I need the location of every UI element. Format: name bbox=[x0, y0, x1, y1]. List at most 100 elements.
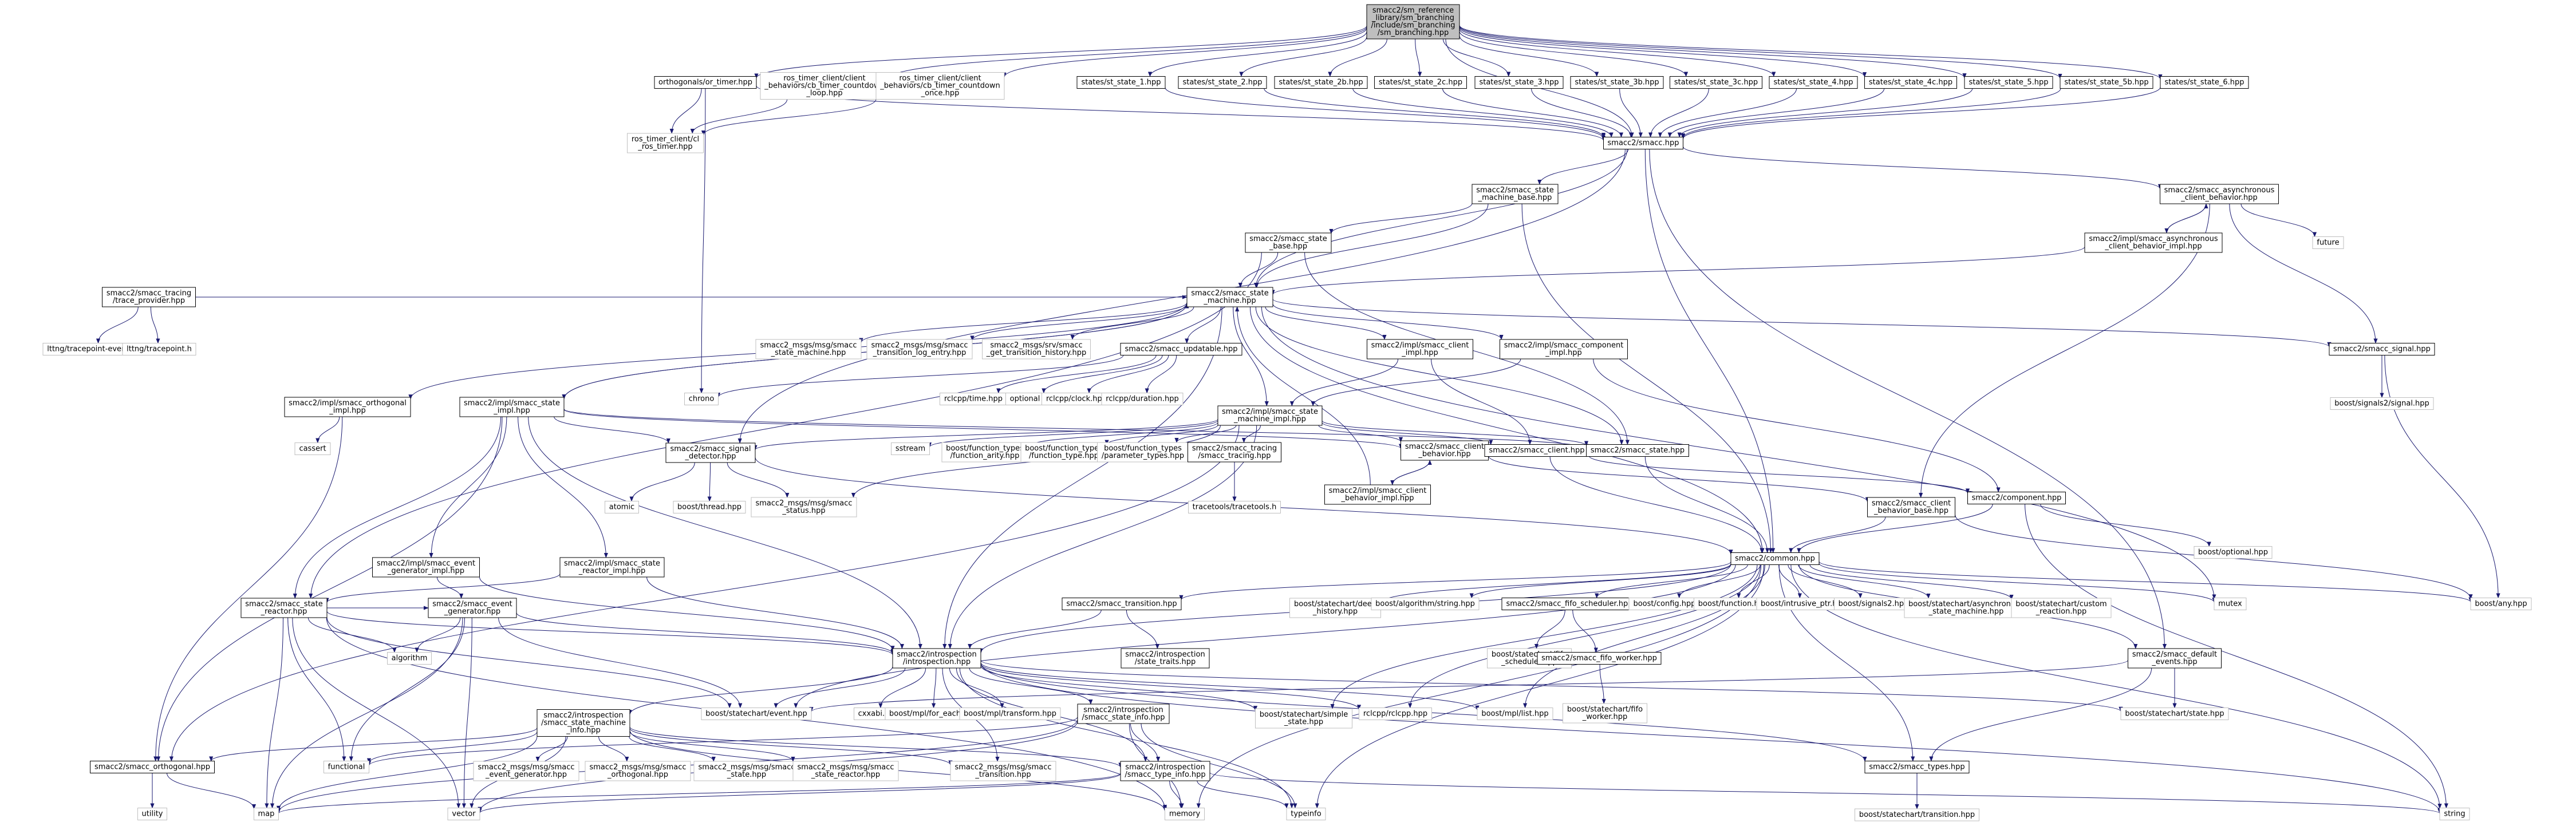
node-bsignals2[interactable]: boost/signals2.hpp bbox=[1834, 598, 1913, 610]
node-rclcpp[interactable]: rclcpp/rclcpp.hpp bbox=[1359, 708, 1432, 720]
node-types[interactable]: smacc2/smacc_types.hpp bbox=[1864, 761, 1970, 773]
node-fifosched[interactable]: smacc2/smacc_fifo_scheduler.hpp bbox=[1501, 598, 1638, 610]
node-basync[interactable]: boost/statechart/asynchronous_state_mach… bbox=[1904, 598, 2029, 618]
node-statebase[interactable]: smacc2/smacc_state_base.hpp bbox=[1245, 232, 1332, 253]
node-sm[interactable]: smacc2/smacc_state_machine.hpp bbox=[1186, 287, 1273, 307]
node-updatable[interactable]: smacc2/smacc_updatable.hpp bbox=[1120, 343, 1242, 355]
node-ltteventh[interactable]: lttng/tracepoint-event.h bbox=[42, 343, 141, 355]
node-s2[interactable]: states/st_state_2.hpp bbox=[1178, 76, 1267, 89]
node-msgtrans[interactable]: smacc2_msgs/msg/smacc_transition.hpp bbox=[950, 761, 1056, 781]
node-bfifoworker[interactable]: boost/statechart/fifo_worker.hpp bbox=[1563, 703, 1647, 724]
node-s4c[interactable]: states/st_state_4c.hpp bbox=[1864, 76, 1957, 89]
node-msgsreactor[interactable]: smacc2_msgs/msg/smacc_state_reactor.hpp bbox=[792, 761, 899, 781]
node-s2b[interactable]: states/st_state_2b.hpp bbox=[1274, 76, 1368, 89]
node-tracetools[interactable]: tracetools/tracetools.h bbox=[1188, 501, 1281, 513]
node-root[interactable]: smacc2/sm_reference_library/sm_branching… bbox=[1366, 4, 1460, 39]
node-cbbase[interactable]: smacc2/smacc_client_behavior_base.hpp bbox=[1867, 497, 1955, 517]
node-map[interactable]: map bbox=[254, 808, 279, 820]
node-s4[interactable]: states/st_state_4.hpp bbox=[1769, 76, 1858, 89]
node-msgstate[interactable]: smacc2_msgs/msg/smacc_state.hpp bbox=[693, 761, 800, 781]
node-bftype[interactable]: boost/function_types/function_type.hpp bbox=[1020, 442, 1107, 463]
node-s5b[interactable]: states/st_state_5b.hpp bbox=[2060, 76, 2153, 89]
node-stateimpl[interactable]: smacc2/impl/smacc_state_impl.hpp bbox=[459, 397, 565, 417]
node-mutex[interactable]: mutex bbox=[2214, 598, 2247, 610]
node-orthogonal[interactable]: smacc2/smacc_orthogonal.hpp bbox=[90, 761, 215, 773]
node-future[interactable]: future bbox=[2312, 236, 2344, 249]
node-typeinfostd[interactable]: typeinfo bbox=[1286, 808, 1326, 820]
node-bdeep[interactable]: boost/statechart/deep_history.hpp bbox=[1289, 598, 1381, 618]
node-signal[interactable]: smacc2/smacc_signal.hpp bbox=[2329, 343, 2435, 355]
node-cbhimpl[interactable]: smacc2/impl/smacc_client_behavior_impl.h… bbox=[1324, 484, 1431, 505]
node-sreactor[interactable]: smacc2/smacc_state_reactor.hpp bbox=[240, 598, 328, 618]
node-bfunction[interactable]: boost/function.hpp bbox=[1694, 598, 1773, 610]
node-introsp[interactable]: smacc2/introspection/introspection.hpp bbox=[892, 648, 981, 669]
node-bfparam[interactable]: boost/function_types/parameter_types.hpp bbox=[1097, 442, 1189, 463]
node-msgevgen[interactable]: smacc2_msgs/msg/smacc_event_generator.hp… bbox=[473, 761, 579, 781]
node-bfany[interactable]: boost/function_types/function_arity.hpp bbox=[941, 442, 1028, 463]
node-btransform[interactable]: boost/mpl/transform.hpp bbox=[959, 708, 1061, 720]
node-compimpl[interactable]: smacc2/impl/smacc_component_impl.hpp bbox=[1500, 339, 1628, 359]
node-chrono[interactable]: chrono bbox=[684, 393, 719, 405]
node-sstream[interactable]: sstream bbox=[891, 442, 930, 455]
node-s3b[interactable]: states/st_state_3b.hpp bbox=[1570, 76, 1664, 89]
node-tracing[interactable]: smacc2/smacc_tracing/trace_provider.hpp bbox=[102, 287, 196, 307]
node-bsignals2sig[interactable]: boost/signals2/signal.hpp bbox=[2330, 397, 2434, 410]
node-typeinfo[interactable]: smacc2/introspection/smacc_type_info.hpp bbox=[1120, 761, 1210, 781]
node-s2c[interactable]: states/st_state_2c.hpp bbox=[1374, 76, 1467, 89]
node-balgostr[interactable]: boost/algorithm/string.hpp bbox=[1371, 598, 1480, 610]
node-cbloop[interactable]: ros_timer_client/client_behaviors/cb_tim… bbox=[760, 72, 889, 100]
node-s5[interactable]: states/st_state_5.hpp bbox=[1964, 76, 2053, 89]
node-atomic[interactable]: atomic bbox=[605, 501, 639, 513]
node-vector[interactable]: vector bbox=[447, 808, 480, 820]
node-sigdet[interactable]: smacc2/smacc_signal_detector.hpp bbox=[665, 442, 756, 463]
node-fifoworker[interactable]: smacc2/smacc_fifo_worker.hpp bbox=[1537, 652, 1662, 665]
node-smtracing[interactable]: smacc2/smacc_tracing/smacc_tracing.hpp bbox=[1188, 442, 1281, 463]
node-rcldur[interactable]: rclcpp/duration.hpp bbox=[1101, 393, 1184, 405]
node-clientimpl[interactable]: smacc2/impl/smacc_client_impl.hpp bbox=[1367, 339, 1473, 359]
node-string[interactable]: string bbox=[2439, 808, 2470, 820]
node-rcltime[interactable]: rclcpp/time.hpp bbox=[940, 393, 1007, 405]
node-transition[interactable]: smacc2/smacc_transition.hpp bbox=[1062, 598, 1182, 610]
node-bstate[interactable]: boost/statechart/state.hpp bbox=[2120, 708, 2229, 720]
node-async[interactable]: smacc2/smacc_asynchronous_client_behavio… bbox=[2160, 184, 2279, 204]
node-boptional[interactable]: boost/optional.hpp bbox=[2194, 546, 2273, 559]
node-lttpoint[interactable]: lttng/tracepoint.h bbox=[122, 343, 196, 355]
node-cassert[interactable]: cassert bbox=[294, 442, 331, 455]
node-cbh[interactable]: smacc2/smacc_client_behavior.hpp bbox=[1401, 440, 1489, 461]
node-functional[interactable]: functional bbox=[324, 761, 369, 773]
node-smimpl[interactable]: smacc2/impl/smacc_state_machine_impl.hpp bbox=[1217, 405, 1323, 426]
node-algorithm[interactable]: algorithm bbox=[387, 652, 432, 665]
node-s6[interactable]: states/st_state_6.hpp bbox=[2160, 76, 2249, 89]
node-s1[interactable]: states/st_state_1.hpp bbox=[1076, 76, 1166, 89]
node-bcustom[interactable]: boost/statechart/custom_reaction.hpp bbox=[2011, 598, 2112, 618]
node-msgtrlog[interactable]: smacc2_msgs/msg/smacc_transition_log_ent… bbox=[866, 339, 973, 359]
node-msgstatus[interactable]: smacc2_msgs/msg/smacc_status.hpp bbox=[751, 497, 857, 517]
node-common[interactable]: smacc2/common.hpp bbox=[1730, 552, 1820, 565]
node-component[interactable]: smacc2/component.hpp bbox=[1967, 492, 2066, 504]
node-blist[interactable]: boost/mpl/list.hpp bbox=[1477, 708, 1553, 720]
node-rclclock[interactable]: rclcpp/clock.hpp bbox=[1042, 393, 1111, 405]
node-s3c[interactable]: states/st_state_3c.hpp bbox=[1670, 76, 1762, 89]
node-bsimple[interactable]: boost/statechart/simple_state.hpp bbox=[1255, 708, 1352, 729]
node-evgen[interactable]: smacc2/smacc_event_generator.hpp bbox=[428, 598, 517, 618]
node-evgenimpl[interactable]: smacc2/impl/smacc_event_generator_impl.h… bbox=[372, 557, 480, 578]
node-btransition[interactable]: boost/statechart/transition.hpp bbox=[1855, 808, 1979, 821]
node-ssinfo[interactable]: smacc2/introspection/smacc_state_info.hp… bbox=[1077, 704, 1170, 724]
node-s3[interactable]: states/st_state_3.hpp bbox=[1474, 76, 1564, 89]
node-bforeach[interactable]: boost/mpl/for_each.hpp bbox=[885, 708, 982, 720]
node-utility[interactable]: utility bbox=[137, 808, 167, 820]
node-bevent[interactable]: boost/statechart/event.hpp bbox=[701, 708, 812, 720]
node-cbonce[interactable]: ros_timer_client/client_behaviors/cb_tim… bbox=[875, 72, 1005, 100]
node-bconfig[interactable]: boost/config.hpp bbox=[1628, 598, 1701, 610]
node-orthimpl[interactable]: smacc2/impl/smacc_orthogonal_impl.hpp bbox=[284, 397, 411, 417]
node-strait[interactable]: smacc2/introspection/state_traits.hpp bbox=[1121, 648, 1210, 669]
node-defevents[interactable]: smacc2/smacc_default_events.hpp bbox=[2128, 648, 2222, 669]
node-bthread[interactable]: boost/thread.hpp bbox=[673, 501, 746, 513]
node-bany[interactable]: boost/any.hpp bbox=[2470, 598, 2532, 610]
node-optional[interactable]: optional bbox=[1005, 393, 1044, 405]
node-smacc[interactable]: smacc2/smacc.hpp bbox=[1603, 137, 1683, 149]
node-msgsm[interactable]: smacc2_msgs/msg/smacc_state_machine.hpp bbox=[755, 339, 862, 359]
node-client[interactable]: smacc2/smacc_client.hpp bbox=[1484, 444, 1589, 457]
node-srvhist[interactable]: smacc2_msgs/srv/smacc_get_transition_his… bbox=[982, 339, 1091, 359]
node-smiinfo[interactable]: smacc2/introspection/smacc_state_machine… bbox=[536, 709, 630, 737]
